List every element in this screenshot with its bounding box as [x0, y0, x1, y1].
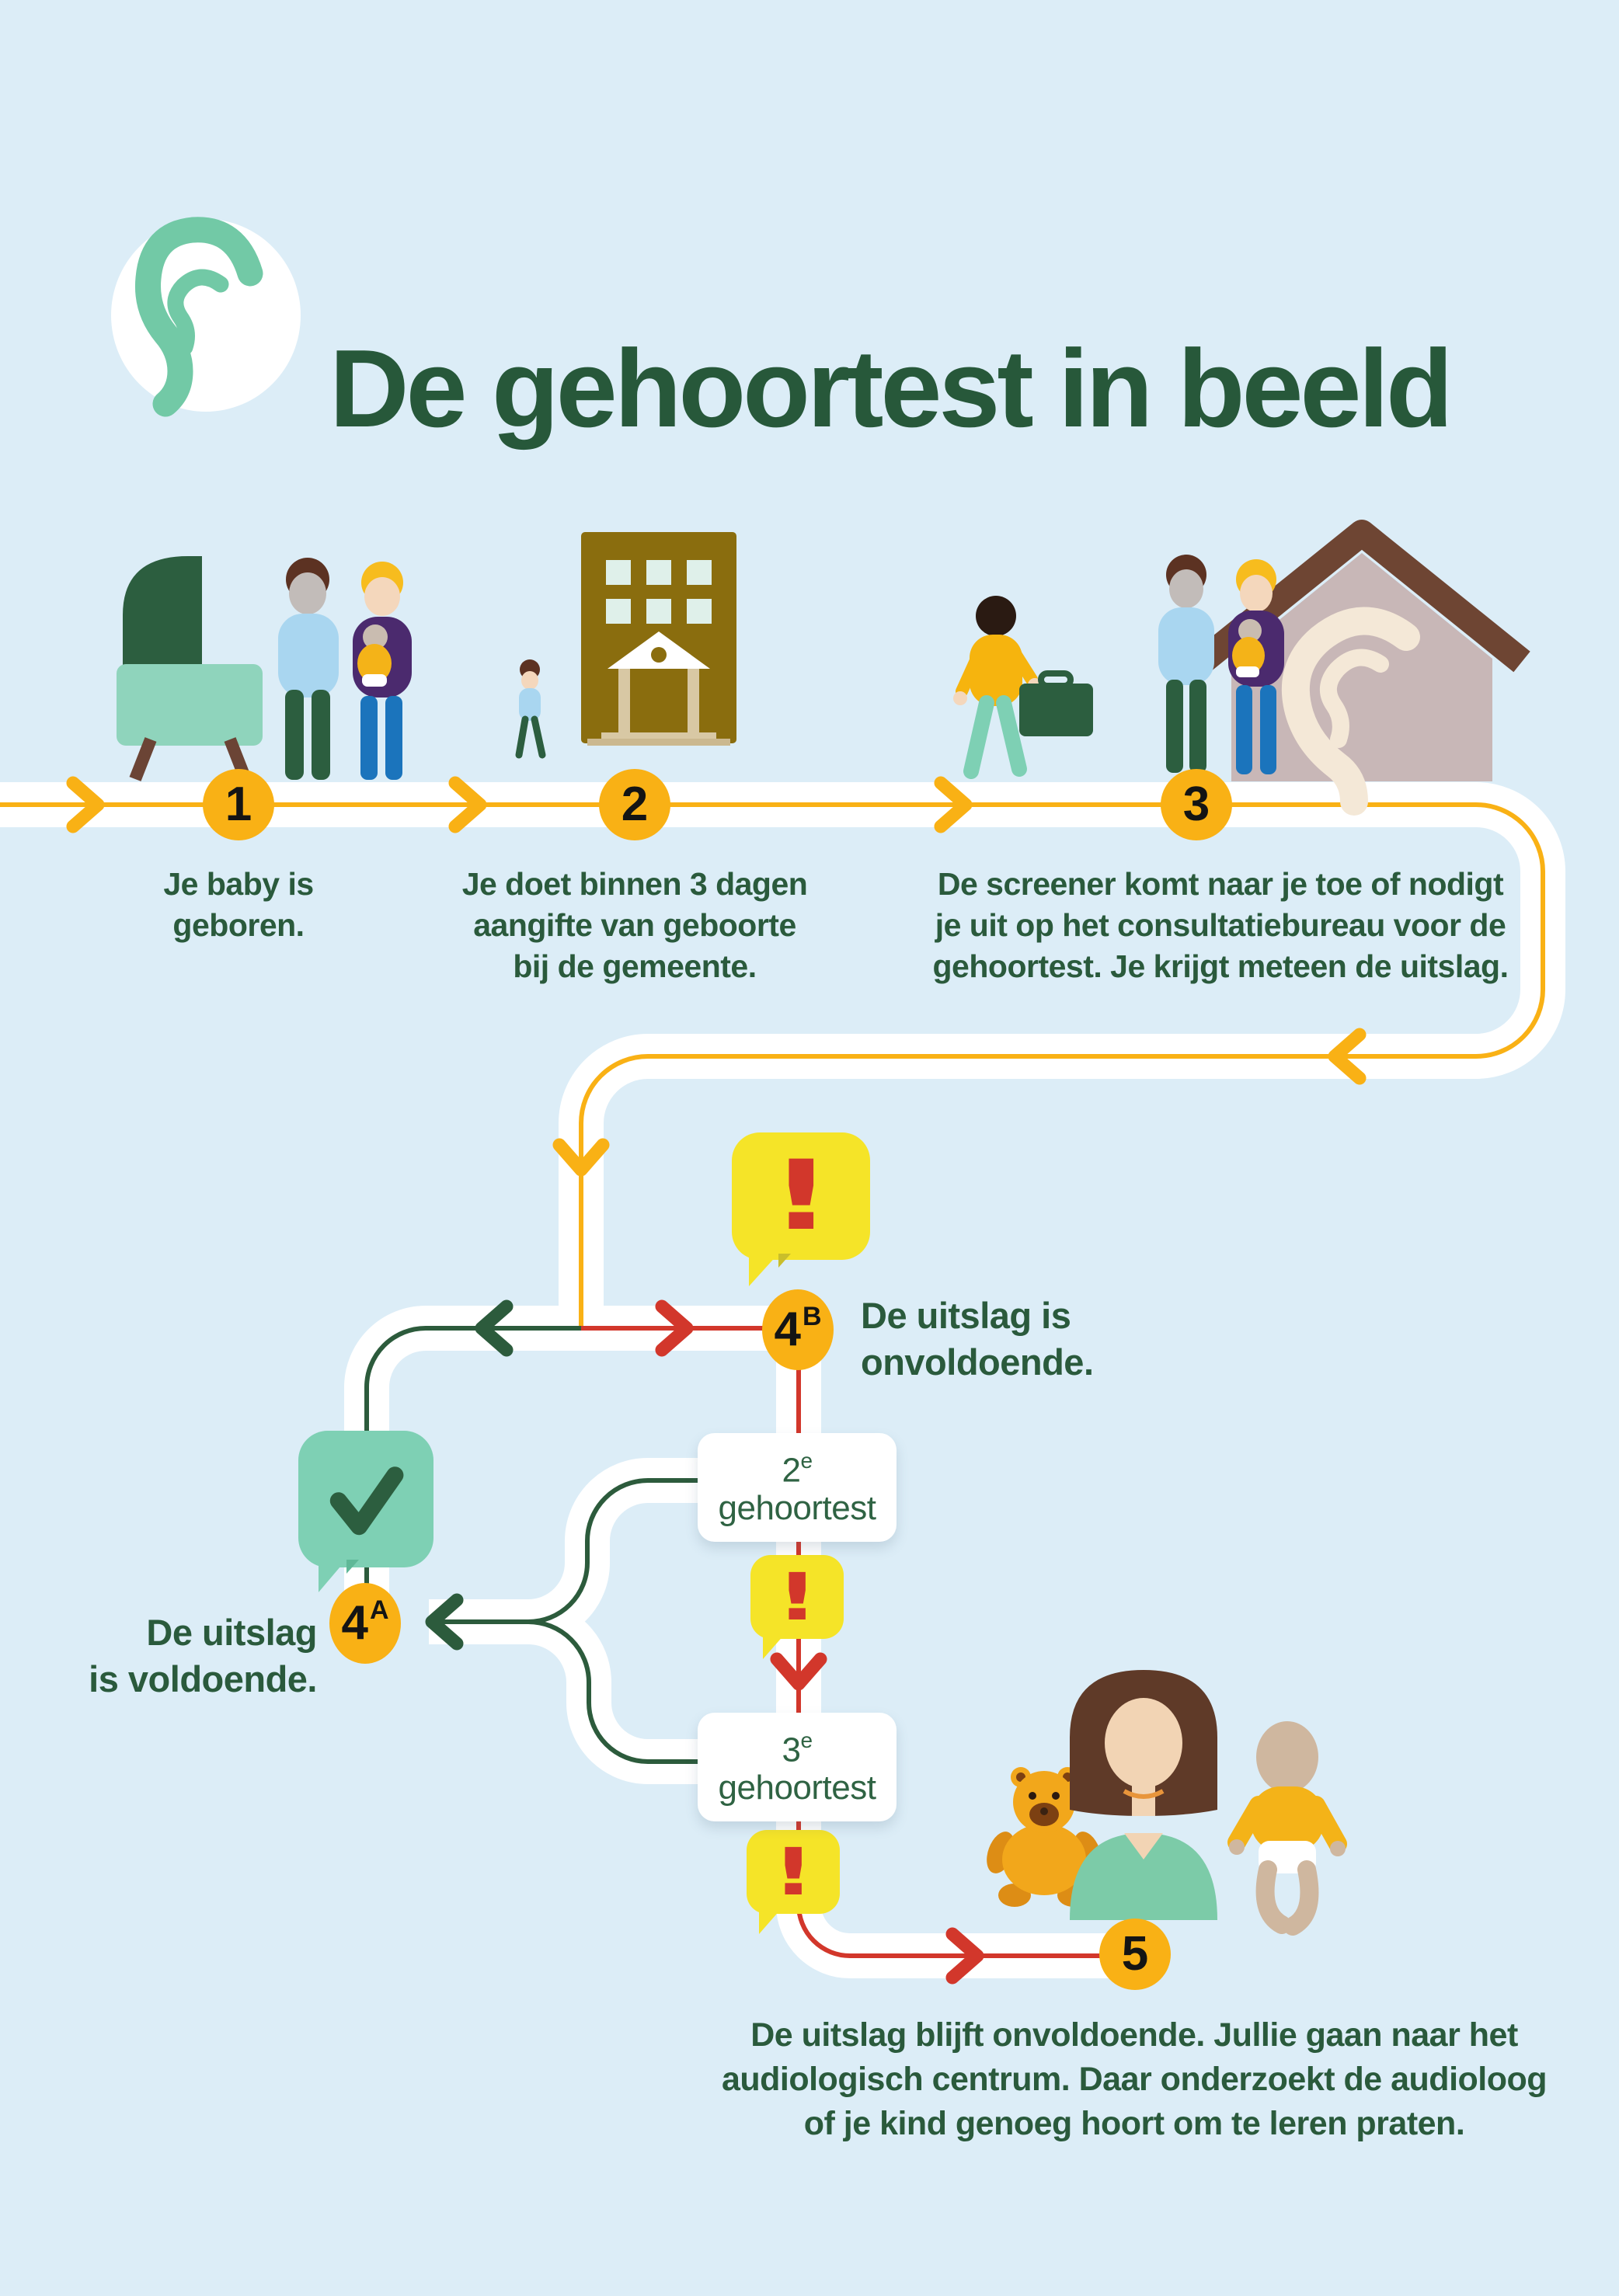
walking-child-figure — [515, 659, 546, 759]
step-marker-1: 1 — [203, 769, 274, 840]
step-2-caption: Je doet binnen 3 dagen aangifte van gebo… — [461, 866, 808, 984]
audiologist-figure — [1070, 1670, 1217, 1920]
crib-icon — [117, 556, 263, 781]
arrow-right-icon — [66, 776, 105, 833]
pass-outcome-label: De uitslag is voldoende. — [89, 1612, 317, 1699]
audiologist-scene-illustration — [987, 1670, 1347, 1936]
birth-scene-illustration — [117, 556, 412, 781]
step-1-caption: Je baby is geboren. — [163, 866, 314, 943]
step-marker-4a: 4 A — [329, 1583, 401, 1664]
exclamation-icon: ! — [771, 1834, 815, 1910]
step-marker-3: 3 — [1161, 769, 1232, 840]
arrow-right-icon — [945, 1927, 984, 1985]
checkmark-icon — [329, 1466, 404, 1536]
route-line-yellow — [0, 802, 1545, 1328]
screener-scene-illustration — [953, 520, 1530, 816]
arrow-icons-yellow — [66, 776, 1367, 1177]
arrow-icons-red — [655, 1299, 984, 1985]
step-3-caption: De screener komt naar je toe of nodigt j… — [932, 866, 1509, 984]
bubble-tail — [759, 1909, 781, 1934]
bubble-tail — [319, 1561, 345, 1592]
arrow-down-icon — [770, 1652, 827, 1691]
alert-bubble-second: ! — [750, 1555, 844, 1659]
arrow-right-icon — [655, 1299, 694, 1357]
page-title: De gehoortest in beeld — [329, 327, 1454, 451]
bubble-tail — [749, 1254, 778, 1286]
mother-with-baby-figure — [353, 562, 412, 780]
arrow-icons-green — [425, 1299, 514, 1651]
baby-figure — [1227, 1721, 1347, 1936]
step-marker-4b: 4 B — [762, 1289, 834, 1370]
ear-logo-icon — [111, 217, 301, 417]
arrow-left-icon — [425, 1593, 464, 1651]
bubble-tail-shadow — [778, 1254, 791, 1268]
bubble-tail-shadow — [346, 1560, 359, 1574]
ear-motif-icon — [1281, 607, 1420, 816]
step-marker-2: 2 — [599, 769, 670, 840]
town-hall-building-icon — [581, 532, 736, 746]
arrow-left-icon — [475, 1299, 514, 1357]
exclamation-icon: ! — [768, 1140, 834, 1252]
exclamation-icon: ! — [775, 1559, 819, 1635]
arrow-right-icon — [934, 776, 973, 833]
fail-outcome-label: De uitslag is onvoldoende. — [861, 1295, 1094, 1383]
father-figure — [278, 558, 339, 780]
route-line-green — [364, 1326, 704, 1764]
arrow-right-icon — [448, 776, 487, 833]
municipality-scene-illustration — [515, 532, 736, 759]
arrow-left-icon — [1328, 1028, 1367, 1085]
step-marker-5: 5 — [1099, 1919, 1171, 1990]
briefcase-icon — [1019, 684, 1093, 736]
family-figures — [1158, 555, 1284, 774]
bubble-tail — [763, 1634, 785, 1659]
third-hearing-test-box: 3e gehoortest — [698, 1713, 897, 1821]
alert-bubble-first: ! — [732, 1132, 870, 1286]
final-step-caption: De uitslag blijft onvoldoende. Jullie ga… — [721, 2016, 1548, 2142]
pass-check-bubble — [298, 1431, 433, 1592]
arrow-down-icon — [552, 1138, 610, 1177]
screener-figure — [953, 596, 1093, 779]
second-hearing-test-box: 2e gehoortest — [698, 1433, 897, 1542]
alert-bubble-third: ! — [747, 1830, 840, 1934]
